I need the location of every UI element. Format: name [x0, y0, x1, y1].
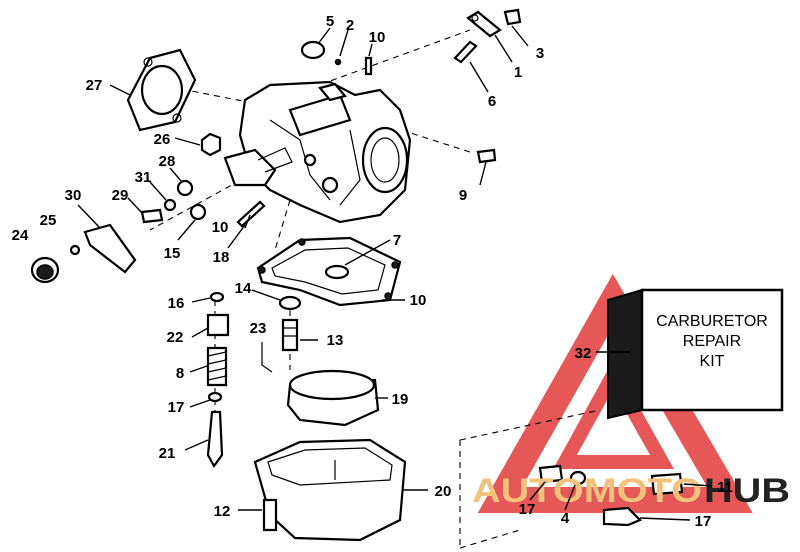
- callout-33: 31: [135, 169, 152, 186]
- part-28-nut: [200, 132, 222, 157]
- callout-16: 15: [164, 245, 181, 262]
- kit-label-line1: CARBURETOR: [656, 313, 768, 330]
- callout-numbers: 5 2 10 3 1 6 27 26 28 31 29 30 25 24 15 …: [12, 13, 733, 530]
- callout-17-bottom: 17: [168, 399, 185, 416]
- part-9-screw: [476, 148, 497, 164]
- part-18-drain-screw: [602, 506, 642, 527]
- part-17-washer-bottom: [207, 391, 223, 403]
- part-16-spring: [189, 203, 207, 221]
- callout-21: 19: [392, 391, 409, 408]
- callout-17-top: 16: [168, 295, 185, 312]
- part-27-washer: [69, 244, 81, 256]
- part-33-washer: [163, 198, 177, 212]
- part-19-jet: [538, 464, 564, 484]
- part-21-float: [286, 369, 380, 427]
- callout-14: 13: [327, 332, 344, 349]
- part-3-screw: [503, 8, 522, 26]
- callout-27: 25: [40, 212, 57, 229]
- part-14-jet: [281, 318, 299, 352]
- part-6-pin: [453, 40, 478, 64]
- callout-12: 11: [717, 479, 733, 496]
- callout-26: 24: [12, 227, 29, 244]
- callout-23: 21: [159, 445, 176, 462]
- callout-7: 7: [393, 232, 401, 249]
- part-5-plug: [300, 40, 326, 60]
- callout-1: 1: [514, 64, 522, 81]
- callout-4: 4: [561, 510, 570, 527]
- callout-6: 6: [488, 93, 496, 110]
- callout-15: 14: [235, 280, 252, 297]
- callout-32: 30: [65, 187, 82, 204]
- callout-5: 5: [326, 13, 334, 30]
- part-7-washer: [324, 264, 350, 280]
- part-30-washer: [176, 179, 194, 197]
- callout-20: 18: [213, 249, 230, 266]
- callout-24: 22: [167, 329, 184, 346]
- callout-13: 12: [214, 503, 231, 520]
- part-8-spring: [206, 346, 228, 387]
- part-29-flange-gasket: [126, 48, 197, 132]
- part-2-ball: [334, 58, 342, 66]
- callout-18: 17: [695, 513, 712, 530]
- callout-10-lower: 10: [212, 219, 229, 236]
- callout-29: 27: [86, 77, 103, 94]
- kit-label-line3: KIT: [700, 353, 725, 370]
- watermark-text-a: AUTOMOTO: [472, 472, 702, 510]
- watermark-text: AUTOMOTO HUB: [472, 472, 790, 510]
- watermark-text-b: HUB: [704, 472, 790, 510]
- part-31-screw: [140, 208, 164, 224]
- callout-8: 8: [176, 365, 184, 382]
- part-13-screw: [262, 498, 278, 532]
- kit-label-line2: REPAIR: [683, 333, 741, 350]
- part-10-pin: [364, 56, 373, 76]
- callout-3: 3: [536, 45, 544, 62]
- part-1-plate: [466, 10, 502, 38]
- callout-30: 28: [159, 153, 176, 170]
- part-24-nut: [206, 313, 230, 337]
- callout-22: 20: [435, 483, 452, 500]
- part-carburetor-body: [223, 80, 412, 224]
- part-4-washer: [569, 470, 587, 486]
- callout-34: 32: [575, 345, 592, 362]
- part-10-pin-lower: [236, 200, 266, 228]
- leader-lines: [77, 25, 713, 521]
- callout-11: 10: [410, 292, 427, 309]
- part-12-plug: [650, 472, 684, 496]
- callout-28: 26: [154, 131, 171, 148]
- callout-19: 17: [519, 501, 536, 518]
- callout-2: 2: [346, 17, 354, 34]
- part-15-washer: [278, 295, 302, 311]
- part-25-clip: [261, 342, 273, 373]
- part-32-lever: [83, 223, 137, 274]
- part-22-float-bowl: [253, 438, 407, 542]
- part-23-needle: [206, 410, 224, 469]
- callout-9: 9: [459, 187, 467, 204]
- kit-box-34: CARBURETOR REPAIR KIT: [607, 288, 784, 420]
- callout-25: 23: [250, 320, 267, 337]
- callout-31: 29: [112, 187, 129, 204]
- callout-10-top: 10: [369, 29, 386, 46]
- part-17-washer-top: [209, 291, 225, 303]
- watermark-triangle-inner: [553, 360, 674, 469]
